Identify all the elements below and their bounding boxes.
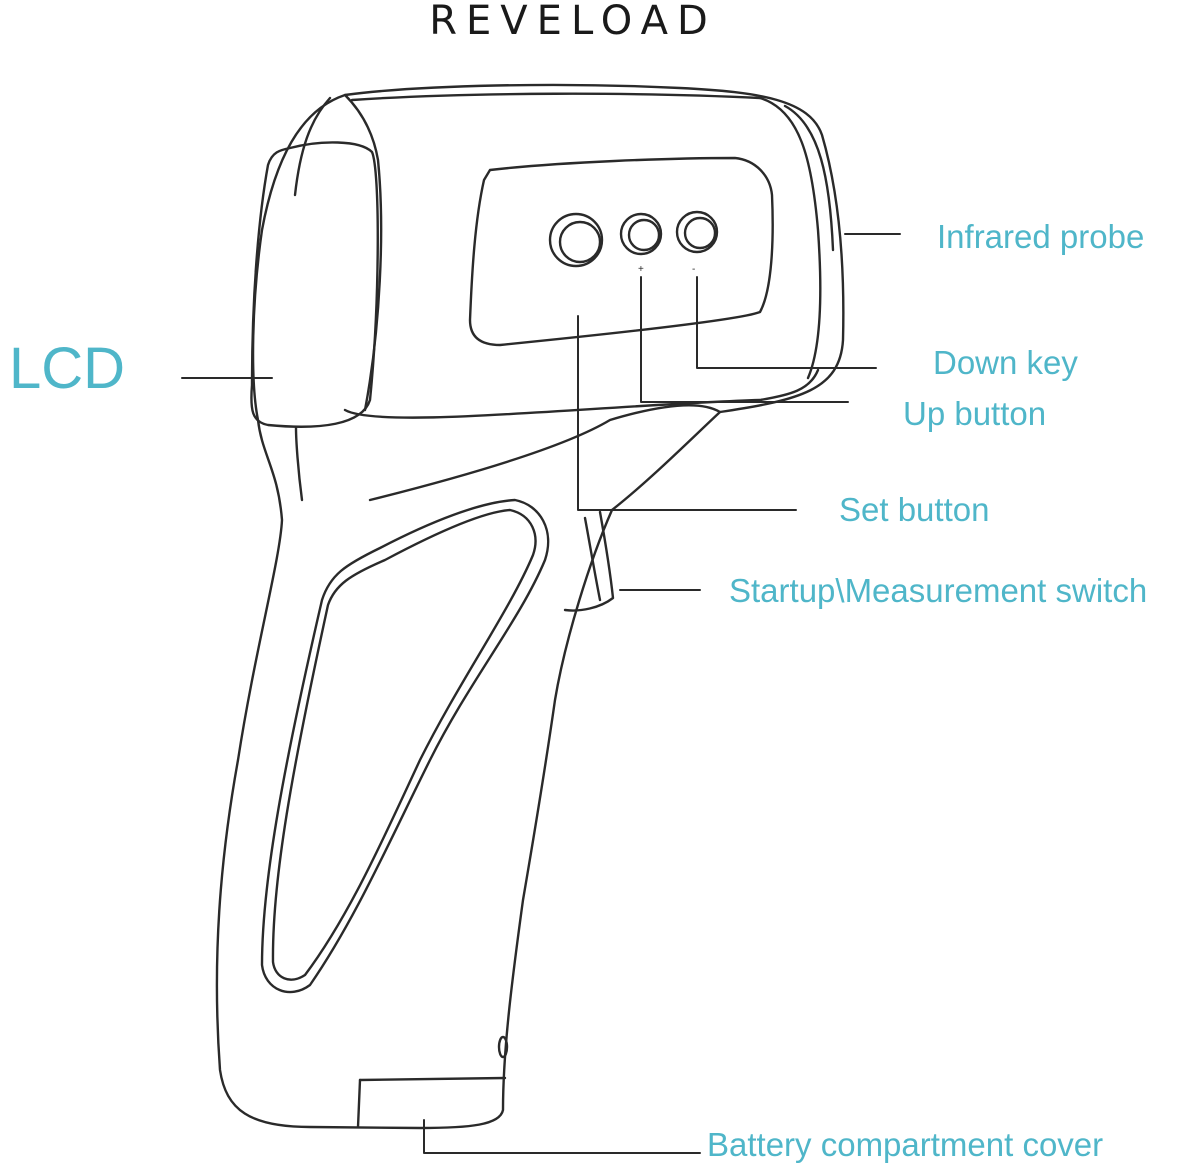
lcd-bezel-line	[294, 426, 304, 502]
body-outline	[215, 83, 845, 1130]
down-key-leader	[696, 276, 877, 369]
head-underside-2	[343, 368, 820, 419]
label-startup-switch: Startup\Measurement switch	[729, 572, 1148, 609]
label-up-button: Up button	[903, 395, 1047, 432]
battery-cover-edge	[356, 1078, 362, 1129]
up-button-inner	[627, 218, 661, 252]
head-underside	[368, 404, 722, 502]
probe-ridge-inner	[783, 104, 835, 252]
probe-ridge-outer	[758, 96, 822, 380]
set-button-inner	[558, 220, 602, 264]
grip-inlay-outer	[260, 498, 550, 994]
grip-inlay-inner	[271, 508, 537, 981]
down-button-inner	[683, 216, 717, 250]
plus-mark: +	[638, 264, 644, 275]
label-battery-cover: Battery compartment cover	[707, 1126, 1104, 1163]
minus-mark: -	[692, 264, 695, 275]
set-button-shape	[548, 212, 604, 268]
head-ridge	[343, 93, 383, 412]
up-button-shape	[619, 212, 663, 256]
battery-cover-shape	[358, 1076, 507, 1082]
head-bevel	[293, 96, 332, 197]
up-button-leader	[640, 276, 849, 403]
trigger-edge	[583, 516, 602, 602]
trigger	[563, 510, 615, 612]
lcd-screen	[250, 141, 379, 428]
down-button-shape	[675, 210, 719, 254]
set-button-leader	[577, 315, 797, 511]
label-set-button: Set button	[839, 491, 990, 528]
brand-logo-text: REVELOAD	[429, 0, 717, 44]
base-screw	[497, 1035, 509, 1059]
battery-leader	[423, 1119, 701, 1154]
button-panel	[468, 156, 774, 347]
label-infrared-probe: Infrared probe	[937, 218, 1145, 255]
label-lcd: LCD	[9, 336, 126, 401]
head-top-line	[350, 92, 762, 102]
label-down-key: Down key	[933, 344, 1078, 381]
